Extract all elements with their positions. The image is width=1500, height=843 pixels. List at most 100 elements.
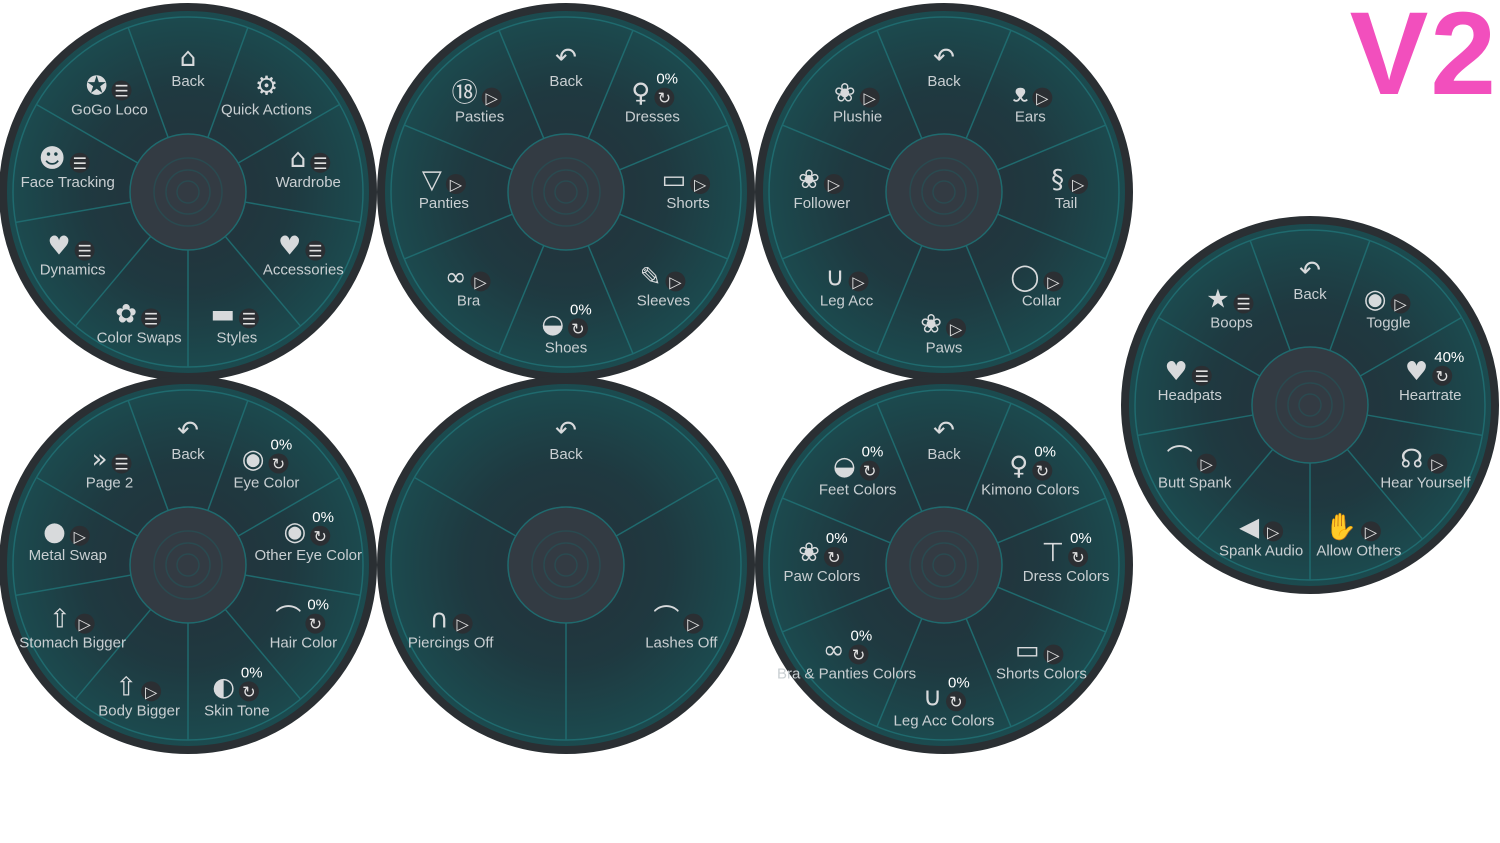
menu-item-styles[interactable]: ▬☰Styles	[210, 299, 259, 346]
menu-item-hair-color[interactable]: ⌒↻0%Hair Color	[270, 597, 338, 652]
menu-item-face-tracking[interactable]: ☻☰Face Tracking	[21, 144, 115, 191]
menu-item-skin-tone[interactable]: ◐↻0%Skin Tone	[204, 664, 270, 719]
submenu-list-icon: ☰	[73, 154, 87, 173]
menu-hub[interactable]	[507, 133, 625, 251]
menu-hub[interactable]	[129, 506, 247, 624]
badge-bg	[859, 460, 880, 481]
menu-hub[interactable]	[507, 506, 625, 624]
toggle-play-icon: ▷	[669, 272, 682, 291]
menu-item-toggle[interactable]: ◉▷Toggle	[1364, 284, 1411, 331]
menu-hub[interactable]	[885, 506, 1003, 624]
menu-item-shorts[interactable]: ▭▷Shorts	[662, 165, 711, 212]
slice-divider	[1359, 316, 1462, 377]
menu-item-ears[interactable]: ᴥ▷Ears	[1013, 79, 1053, 126]
slice-divider	[127, 400, 169, 511]
menu-item-accessories[interactable]: ♥☰Accessories	[263, 232, 344, 279]
radial-value: 0%	[307, 597, 329, 614]
menu-item-heartrate[interactable]: ♥↻40%Heartrate	[1399, 349, 1464, 404]
menu-item-label: Dresses	[625, 109, 680, 126]
menu-item-back[interactable]: ↶Back	[549, 416, 583, 463]
toggle-play-icon: ▷	[864, 89, 877, 108]
slice-divider	[615, 476, 718, 537]
menu-item-stomach-bigger[interactable]: ⇧▷Stomach Bigger	[19, 605, 126, 652]
menu-item-bra-panties-colors[interactable]: ∞↻0%Bra & Panties Colors	[777, 627, 916, 682]
menu-item-label: Bra	[457, 292, 481, 309]
menu-item-label: Heartrate	[1399, 387, 1462, 404]
menu-item-wardrobe[interactable]: ⌂☰Wardrobe	[276, 144, 341, 191]
radial-refresh-icon: ↻	[949, 692, 962, 711]
slice-divider	[997, 124, 1106, 171]
menu-item-sleeves[interactable]: ✎▷Sleeves	[637, 262, 690, 309]
menu-item-kimono-colors[interactable]: ♀↻0%Kimono Colors	[981, 444, 1079, 499]
menu-item-tail[interactable]: §▷Tail	[1051, 165, 1089, 212]
submenu-list-icon: ☰	[1195, 367, 1209, 386]
menu-item-quick-actions[interactable]: ⚙Quick Actions	[221, 71, 312, 118]
menu-item-gogo-loco[interactable]: ✪☰GoGo Loco	[71, 71, 148, 118]
menu-item-plushie[interactable]: ❀▷Plushie	[833, 79, 882, 126]
menu-item-other-eye-color[interactable]: ◉↻0%Other Eye Color	[254, 509, 362, 564]
menu-item-back[interactable]: ↶Back	[927, 416, 961, 463]
menu-hub[interactable]	[885, 133, 1003, 251]
hub-ring	[554, 180, 578, 204]
menu-item-follower[interactable]: ❀▷Follower	[794, 165, 851, 212]
toggle-play-icon: ▷	[1072, 175, 1085, 194]
menu-item-hear-yourself[interactable]: ☊▷Hear Yourself	[1380, 445, 1471, 492]
menu-item-shoes[interactable]: ◒↻0%Shoes	[541, 301, 591, 356]
badge-bg	[848, 271, 869, 292]
radial-value: 40%	[1434, 349, 1464, 366]
menu-item-dress-colors[interactable]: ⊤↻0%Dress Colors	[1023, 530, 1110, 585]
menu-item-back[interactable]: ↶Back	[171, 416, 205, 463]
menu-item-color-swaps[interactable]: ✿☰Color Swaps	[97, 299, 182, 346]
toggle-play-icon: ▷	[1200, 455, 1213, 474]
menu-item-boops[interactable]: ★☰Boops	[1206, 284, 1254, 331]
back-icon: ↶	[555, 43, 577, 73]
menu-item-collar[interactable]: ◯▷Collar	[1010, 262, 1064, 309]
menu-item-back[interactable]: ↶Back	[927, 43, 961, 90]
menu-item-lashes-off[interactable]: ⌒▷Lashes Off	[645, 605, 718, 652]
menu-item-allow-others[interactable]: ✋▷Allow Others	[1316, 511, 1401, 559]
slice-divider	[965, 618, 1012, 727]
menu-item-back[interactable]: ↶Back	[549, 43, 583, 90]
badge-bg	[859, 87, 880, 108]
slice-divider	[36, 103, 139, 164]
radial-refresh-icon: ↻	[852, 645, 865, 664]
menu-item-paw-colors[interactable]: ❀↻0%Paw Colors	[784, 530, 861, 585]
menu-item-page-2[interactable]: »☰Page 2	[86, 444, 134, 491]
leg-acc-icon: ∪	[923, 682, 942, 712]
menu-item-panties[interactable]: ▽▷Panties	[419, 165, 469, 212]
menu-item-feet-colors[interactable]: ◒↻0%Feet Colors	[819, 444, 897, 499]
resize-icon: ⇧	[115, 672, 137, 702]
menu-item-headpats[interactable]: ♥☰Headpats	[1158, 357, 1222, 404]
hub-ring	[932, 180, 956, 204]
toggle-play-icon: ▷	[1267, 522, 1280, 541]
radial-refresh-icon: ↻	[1036, 462, 1049, 481]
menu-item-eye-color[interactable]: ◉↻0%Eye Color	[234, 436, 300, 491]
hub-ring	[909, 530, 979, 600]
toggle-play-icon: ▷	[74, 527, 87, 546]
menu-item-spank-audio[interactable]: ◀▷Spank Audio	[1219, 512, 1303, 559]
menu-item-body-bigger[interactable]: ⇧▷Body Bigger	[98, 672, 180, 719]
badge-bg	[823, 547, 844, 567]
menu-item-label: Headpats	[1158, 387, 1222, 404]
menu-item-shorts-colors[interactable]: ▭▷Shorts Colors	[996, 635, 1087, 682]
menu-hub[interactable]	[1251, 346, 1369, 464]
menu-item-label: Leg Acc Colors	[894, 712, 995, 729]
slice-divider	[782, 213, 891, 260]
menu-item-metal-swap[interactable]: ●▷Metal Swap	[29, 517, 107, 564]
radial-value: 0%	[656, 71, 678, 88]
menu-item-piercings-off[interactable]: ∩▷Piercings Off	[408, 605, 494, 652]
menu-item-butt-spank[interactable]: ⌒▷Butt Spank	[1158, 445, 1232, 492]
menu-item-pasties[interactable]: ⑱▷Pasties	[452, 79, 505, 126]
menu-item-bra[interactable]: ∞▷Bra	[445, 262, 491, 309]
menu-item-leg-acc-colors[interactable]: ∪↻0%Leg Acc Colors	[894, 674, 995, 729]
menu-item-back[interactable]: ⌂Back	[171, 43, 205, 90]
menu-item-leg-acc[interactable]: ∪▷Leg Acc	[820, 262, 874, 309]
shirt-icon: ⊤	[1041, 538, 1064, 568]
menu-item-back[interactable]: ↶Back	[1293, 256, 1327, 303]
menu-item-paws[interactable]: ❀▷Paws	[920, 309, 966, 356]
leg-acc-icon: ∪	[826, 262, 845, 292]
menu-hub[interactable]	[129, 133, 247, 251]
menu-item-dresses[interactable]: ♀↻0%Dresses	[625, 71, 680, 126]
menu-item-dynamics[interactable]: ♥☰Dynamics	[40, 232, 106, 279]
